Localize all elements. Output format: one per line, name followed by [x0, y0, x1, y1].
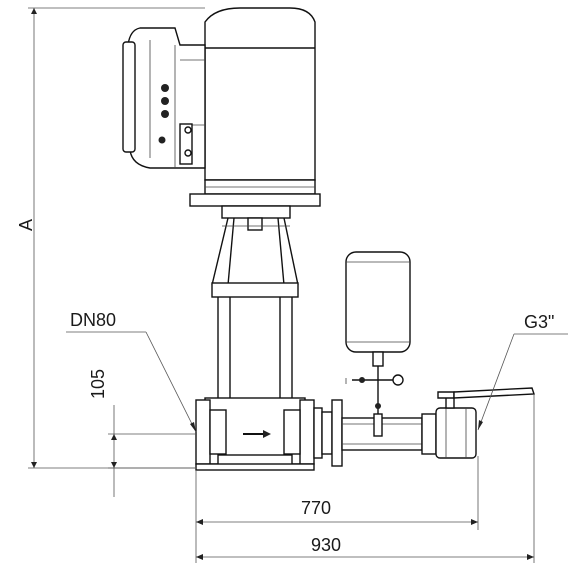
inlet-height-label: 105	[88, 369, 108, 399]
discharge-line	[313, 387, 535, 467]
pump-body	[195, 282, 315, 471]
flange-label: DN80	[70, 310, 116, 330]
terminal-box	[122, 27, 206, 169]
height-label: A	[16, 219, 36, 231]
width-total-label: 930	[311, 535, 341, 555]
pressure-tank	[345, 251, 411, 437]
motor	[189, 7, 321, 207]
lantern-frame	[211, 205, 299, 286]
thread-label: G3"	[524, 312, 554, 332]
width-short-label: 770	[301, 498, 331, 518]
dimension-lines	[28, 7, 568, 563]
